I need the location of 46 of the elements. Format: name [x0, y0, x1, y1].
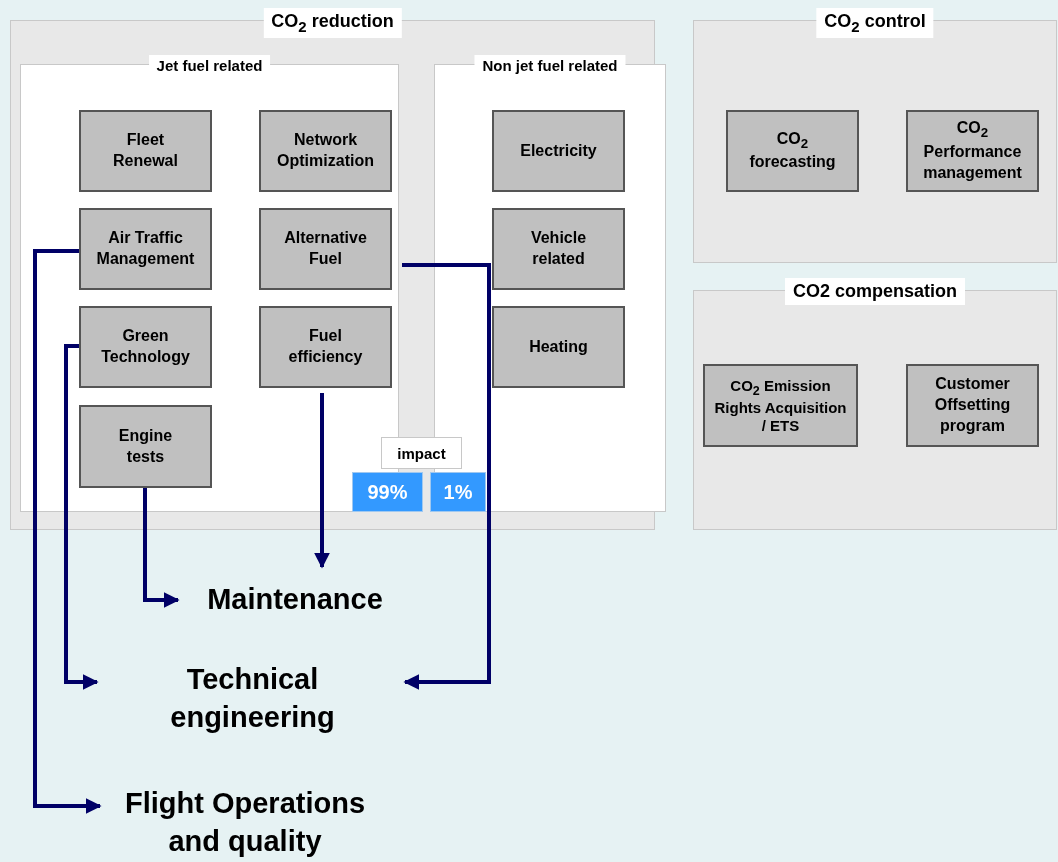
measure-box	[79, 405, 212, 488]
arrow	[143, 488, 180, 608]
measure-box	[259, 110, 392, 192]
arrow	[402, 263, 491, 690]
measure-box	[492, 208, 625, 290]
box-label: Heating	[529, 336, 588, 357]
measure-box	[726, 110, 859, 192]
department-name: Maintenance	[207, 582, 383, 618]
box-label: Engine tests	[118, 425, 173, 467]
panel-title: CO2 compensation	[785, 278, 965, 305]
box-label: Fleet Renewal	[113, 130, 178, 171]
panel-title: CO$_{2}$ control	[816, 8, 934, 38]
box-label: CO$_{2}$ Performance management	[923, 118, 1022, 183]
percentage-tile	[430, 472, 486, 512]
box-label: Customer Offsetting program	[934, 374, 1011, 436]
measure-box	[906, 364, 1039, 447]
box-label: Green Technology	[101, 326, 190, 367]
panel-title: CO$_{2}$ reduction	[263, 8, 402, 38]
arrow	[314, 393, 330, 569]
box-label: Fuel efficiency	[288, 326, 363, 367]
box-label: CO$_{2}$ Emission Rights Acquisition / ETS	[713, 376, 848, 435]
arrow	[33, 249, 102, 814]
impact-label	[381, 437, 462, 469]
measure-box	[492, 110, 625, 192]
box-label: Network Optimization	[277, 130, 374, 171]
panel-title: Non jet fuel related	[474, 55, 626, 76]
box-label: impact	[397, 444, 446, 462]
department-name: Flight Operations and quality	[123, 786, 367, 859]
measure-box	[492, 306, 625, 388]
box-label: Electricity	[520, 140, 597, 161]
measure-box	[79, 110, 212, 192]
measure-box	[79, 306, 212, 388]
measure-box	[259, 208, 392, 290]
box-label: Air Traffic Management	[96, 228, 195, 269]
measure-box	[703, 364, 858, 447]
measure-box	[79, 208, 212, 290]
box-label: 99%	[367, 480, 408, 504]
measure-box	[906, 110, 1039, 192]
arrow	[64, 344, 99, 690]
department-name: Technical engineering	[170, 662, 335, 735]
box-label: 1%	[443, 480, 473, 504]
box-label: Vehicle related	[530, 228, 587, 269]
box-label: Alternative Fuel	[284, 228, 367, 269]
measure-box	[259, 306, 392, 388]
box-label: CO$_{2}$ forecasting	[749, 128, 836, 173]
percentage-tile	[352, 472, 423, 512]
